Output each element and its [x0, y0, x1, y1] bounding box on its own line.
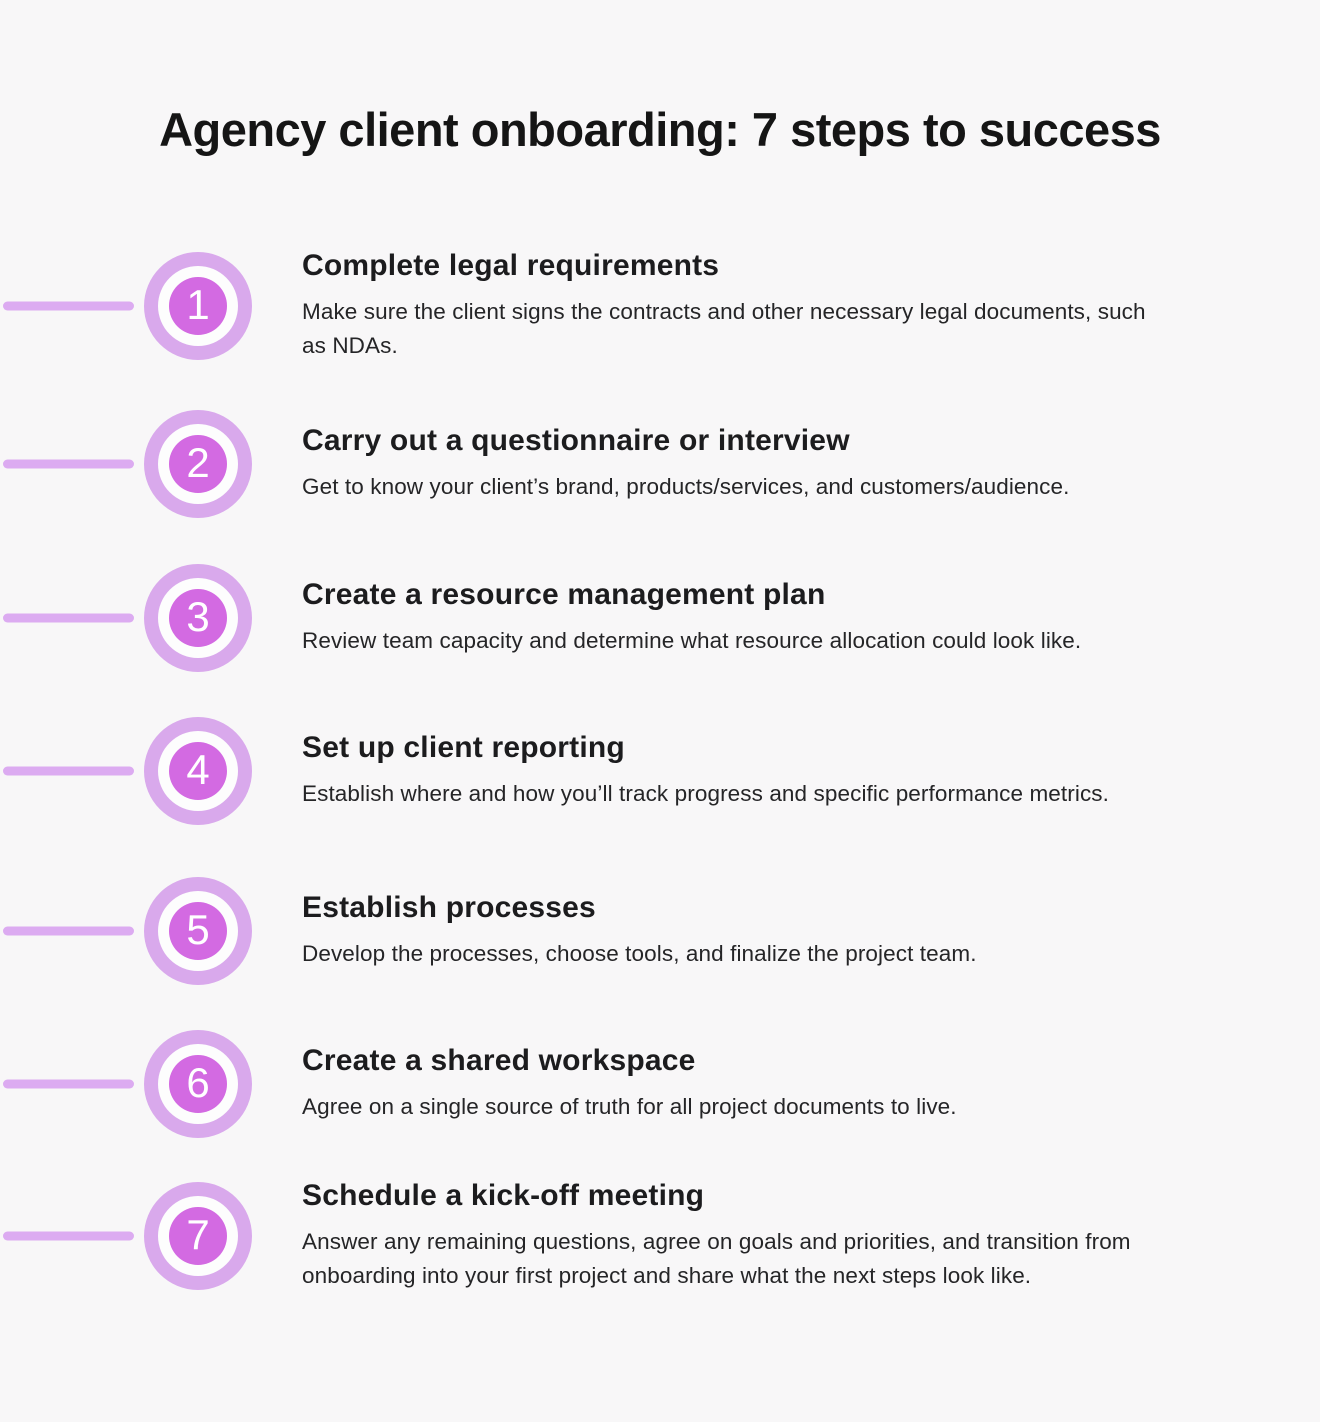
- step-number: 1: [186, 281, 210, 328]
- badge-circle: 6: [169, 1055, 227, 1113]
- step-description: Make sure the client signs the contracts…: [302, 299, 1146, 358]
- connector-line: [3, 301, 134, 311]
- badge-circle: 3: [169, 589, 227, 647]
- step-description: Get to know your client’s brand, product…: [302, 474, 1070, 499]
- page-title: Agency client onboarding: 7 steps to suc…: [159, 103, 1161, 156]
- badge-ring-gap: 5: [158, 891, 238, 971]
- step-text: Create a shared workspace Agree on a sin…: [302, 1044, 957, 1124]
- step-number: 2: [186, 439, 210, 486]
- badge-circle: 1: [169, 277, 227, 335]
- step-text: Schedule a kick-off meeting Answer any r…: [302, 1179, 1162, 1293]
- badge-ring-gap: 6: [158, 1044, 238, 1124]
- badge-circle: 2: [169, 435, 227, 493]
- step-row-5: 5 Establish processes Develop the proces…: [0, 877, 1320, 985]
- step-heading: Create a shared workspace: [302, 1044, 696, 1077]
- step-number: 6: [186, 1059, 210, 1106]
- connector-line: [3, 1079, 134, 1089]
- connector-line: [3, 766, 134, 776]
- step-heading: Create a resource management plan: [302, 578, 826, 611]
- badge-ring-gap: 4: [158, 731, 238, 811]
- step-text: Carry out a questionnaire or interview G…: [302, 424, 1069, 504]
- step-description: Agree on a single source of truth for al…: [302, 1094, 957, 1119]
- step-description: Develop the processes, choose tools, and…: [302, 941, 977, 966]
- step-number: 4: [186, 746, 210, 793]
- badge-circle: 7: [169, 1207, 227, 1265]
- step-row-3: 3 Create a resource management plan Revi…: [0, 564, 1320, 672]
- steps-list: 1 Complete legal requirements Make sure …: [0, 249, 1320, 1293]
- step-number: 7: [186, 1211, 210, 1258]
- badge-circle: 5: [169, 902, 227, 960]
- step-badge: 3: [144, 564, 252, 672]
- step-number: 3: [186, 593, 210, 640]
- step-description: Review team capacity and determine what …: [302, 628, 1082, 653]
- step-row-4: 4 Set up client reporting Establish wher…: [0, 717, 1320, 825]
- step-badge: 7: [144, 1182, 252, 1290]
- step-description: Establish where and how you’ll track pro…: [302, 781, 1110, 806]
- step-text: Establish processes Develop the processe…: [302, 891, 977, 971]
- badge-circle: 4: [169, 742, 227, 800]
- connector-line: [3, 926, 134, 936]
- step-heading: Establish processes: [302, 891, 596, 924]
- step-number: 5: [186, 906, 210, 953]
- connector-line: [3, 1231, 134, 1241]
- connector-line: [3, 613, 134, 623]
- badge-ring-gap: 1: [158, 266, 238, 346]
- step-row-1: 1 Complete legal requirements Make sure …: [0, 249, 1320, 363]
- step-text: Complete legal requirements Make sure th…: [302, 249, 1162, 363]
- step-description: Answer any remaining questions, agree on…: [302, 1229, 1131, 1288]
- step-badge: 4: [144, 717, 252, 825]
- step-row-2: 2 Carry out a questionnaire or interview…: [0, 410, 1320, 518]
- step-heading: Schedule a kick-off meeting: [302, 1179, 705, 1212]
- step-heading: Carry out a questionnaire or interview: [302, 424, 850, 457]
- step-heading: Complete legal requirements: [302, 249, 720, 282]
- step-badge: 1: [144, 252, 252, 360]
- step-text: Create a resource management plan Review…: [302, 578, 1081, 658]
- step-heading: Set up client reporting: [302, 731, 625, 764]
- badge-ring-gap: 3: [158, 578, 238, 658]
- step-badge: 6: [144, 1030, 252, 1138]
- step-text: Set up client reporting Establish where …: [302, 731, 1109, 811]
- step-row-6: 6 Create a shared workspace Agree on a s…: [0, 1030, 1320, 1138]
- step-badge: 5: [144, 877, 252, 985]
- badge-ring-gap: 2: [158, 424, 238, 504]
- step-badge: 2: [144, 410, 252, 518]
- connector-line: [3, 459, 134, 469]
- badge-ring-gap: 7: [158, 1196, 238, 1276]
- step-row-7: 7 Schedule a kick-off meeting Answer any…: [0, 1179, 1320, 1293]
